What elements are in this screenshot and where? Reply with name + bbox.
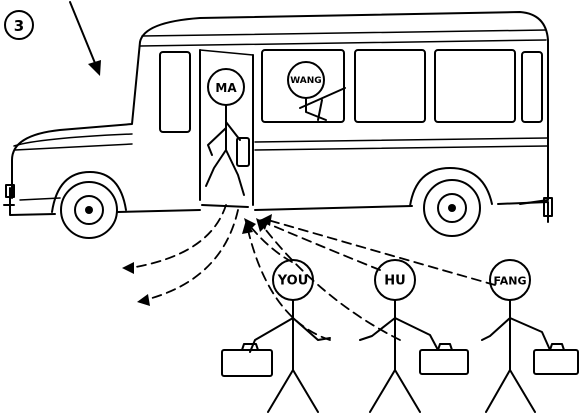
person-hu: HU [359,259,469,413]
suitcase-hu [419,349,469,375]
label-hu: HU [384,274,405,289]
bus [3,11,553,239]
step-number: 3 [14,17,24,35]
person-fang: FANG [481,259,579,413]
exit-arrows [122,204,239,306]
person-wang: WANG [287,61,327,121]
pointer-arrow [69,1,101,76]
person-you: YOU [221,259,331,413]
suitcase-fang [533,349,579,375]
label-fang: FANG [494,275,527,288]
step-badge: 3 [4,10,34,40]
rear-wheel [409,167,493,237]
label-you: YOU [277,274,309,289]
person-ma: MA [205,68,250,196]
label-ma: MA [215,81,237,95]
label-wang: WANG [290,76,321,86]
front-wheel [51,171,127,239]
suitcase-you [221,349,273,377]
